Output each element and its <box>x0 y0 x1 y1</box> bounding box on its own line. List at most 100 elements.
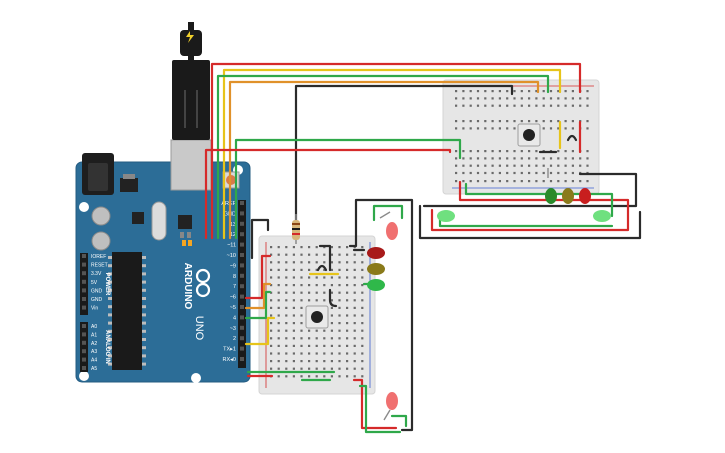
breadboard-hole[interactable] <box>277 314 280 317</box>
breadboard-hole[interactable] <box>292 268 295 271</box>
header-pin[interactable] <box>82 366 86 370</box>
breadboard-hole[interactable] <box>549 90 553 93</box>
breadboard-hole[interactable] <box>586 157 589 160</box>
breadboard-hole[interactable] <box>571 171 574 175</box>
breadboard-hole[interactable] <box>323 329 326 332</box>
header-pin[interactable] <box>240 325 244 330</box>
breadboard-hole[interactable] <box>315 284 318 287</box>
breadboard-hole[interactable] <box>277 360 280 363</box>
breadboard-hole[interactable] <box>513 171 516 175</box>
pushbutton-cap[interactable] <box>523 129 535 141</box>
breadboard-hole[interactable] <box>498 150 501 153</box>
breadboard-hole[interactable] <box>353 360 356 363</box>
breadboard-hole[interactable] <box>277 375 280 378</box>
breadboard-hole[interactable] <box>498 120 501 123</box>
breadboard-hole[interactable] <box>300 337 303 340</box>
breadboard-hole[interactable] <box>549 97 553 100</box>
breadboard-hole[interactable] <box>308 352 311 355</box>
header-pin[interactable] <box>240 242 244 247</box>
breadboard-hole[interactable] <box>520 150 523 153</box>
breadboard-hole[interactable] <box>549 180 553 183</box>
breadboard-hole[interactable] <box>292 329 295 332</box>
breadboard-hole[interactable] <box>498 171 501 175</box>
breadboard-hole[interactable] <box>285 337 288 340</box>
header-pin[interactable] <box>82 271 86 276</box>
breadboard-hole[interactable] <box>549 104 553 107</box>
breadboard-hole[interactable] <box>564 180 567 183</box>
breadboard-hole[interactable] <box>270 291 273 294</box>
breadboard-hole[interactable] <box>498 180 501 183</box>
header-pin[interactable] <box>240 273 244 278</box>
breadboard-hole[interactable] <box>571 90 574 93</box>
breadboard-hole[interactable] <box>506 157 509 160</box>
breadboard-hole[interactable] <box>491 171 494 175</box>
breadboard-hole[interactable] <box>462 104 465 107</box>
breadboard-hole[interactable] <box>535 90 538 93</box>
breadboard-hole[interactable] <box>285 246 288 249</box>
breadboard-hole[interactable] <box>476 164 480 167</box>
breadboard-hole[interactable] <box>586 164 589 167</box>
breadboard-hole[interactable] <box>535 180 538 183</box>
breadboard-hole[interactable] <box>542 120 545 123</box>
breadboard-hole[interactable] <box>270 314 273 317</box>
wire-black[interactable] <box>418 204 642 240</box>
breadboard-hole[interactable] <box>323 291 326 294</box>
breadboard-hole[interactable] <box>564 127 567 130</box>
breadboard-hole[interactable] <box>338 306 341 309</box>
breadboard-hole[interactable] <box>513 90 516 93</box>
breadboard-hole[interactable] <box>338 344 341 347</box>
breadboard-hole[interactable] <box>520 180 523 183</box>
wire-green[interactable] <box>244 290 272 320</box>
breadboard-hole[interactable] <box>462 180 465 183</box>
header-pin[interactable] <box>82 279 86 284</box>
breadboard-hole[interactable] <box>361 291 364 294</box>
header-pin[interactable] <box>82 262 86 267</box>
breadboard-hole[interactable] <box>557 164 560 167</box>
breadboard-hole[interactable] <box>323 253 326 256</box>
breadboard-hole[interactable] <box>308 253 311 256</box>
breadboard-hole[interactable] <box>542 180 545 183</box>
breadboard-hole[interactable] <box>549 157 553 160</box>
wire-black[interactable] <box>566 134 578 142</box>
breadboard-hole[interactable] <box>300 352 303 355</box>
breadboard-hole[interactable] <box>277 322 280 325</box>
breadboard-hole[interactable] <box>308 360 311 363</box>
breadboard-hole[interactable] <box>353 268 356 271</box>
breadboard-hole[interactable] <box>300 291 303 294</box>
breadboard-hole[interactable] <box>353 329 356 332</box>
header-pin[interactable] <box>240 357 244 361</box>
breadboard-hole[interactable] <box>277 246 280 249</box>
breadboard-hole[interactable] <box>498 90 501 93</box>
breadboard-hole[interactable] <box>285 268 288 271</box>
header-pin[interactable] <box>240 201 244 205</box>
breadboard-hole[interactable] <box>571 164 574 167</box>
breadboard-hole[interactable] <box>292 360 295 363</box>
breadboard-hole[interactable] <box>462 90 465 93</box>
breadboard-hole[interactable] <box>361 375 364 378</box>
breadboard-hole[interactable] <box>270 352 273 355</box>
breadboard-hole[interactable] <box>557 90 560 93</box>
breadboard-hole[interactable] <box>506 104 509 107</box>
breadboard-hole[interactable] <box>535 171 538 175</box>
breadboard-hole[interactable] <box>353 284 356 287</box>
breadboard-hole[interactable] <box>330 329 333 332</box>
breadboard-hole[interactable] <box>353 344 356 347</box>
breadboard-hole[interactable] <box>277 268 280 271</box>
breadboard-hole[interactable] <box>528 97 531 100</box>
breadboard-hole[interactable] <box>308 375 311 378</box>
breadboard-hole[interactable] <box>323 375 326 378</box>
breadboard-hole[interactable] <box>469 150 472 153</box>
breadboard-hole[interactable] <box>323 367 326 370</box>
breadboard-hole[interactable] <box>498 104 501 107</box>
breadboard-hole[interactable] <box>330 253 333 256</box>
breadboard-hole[interactable] <box>586 90 589 93</box>
breadboard-hole[interactable] <box>549 120 553 123</box>
breadboard-hole[interactable] <box>300 284 303 287</box>
breadboard-hole[interactable] <box>285 284 288 287</box>
breadboard-hole[interactable] <box>277 276 280 279</box>
breadboard-hole[interactable] <box>564 157 567 160</box>
breadboard-hole[interactable] <box>323 268 326 271</box>
breadboard-hole[interactable] <box>330 261 333 264</box>
breadboard-hole[interactable] <box>484 120 487 123</box>
breadboard-hole[interactable] <box>353 261 356 264</box>
